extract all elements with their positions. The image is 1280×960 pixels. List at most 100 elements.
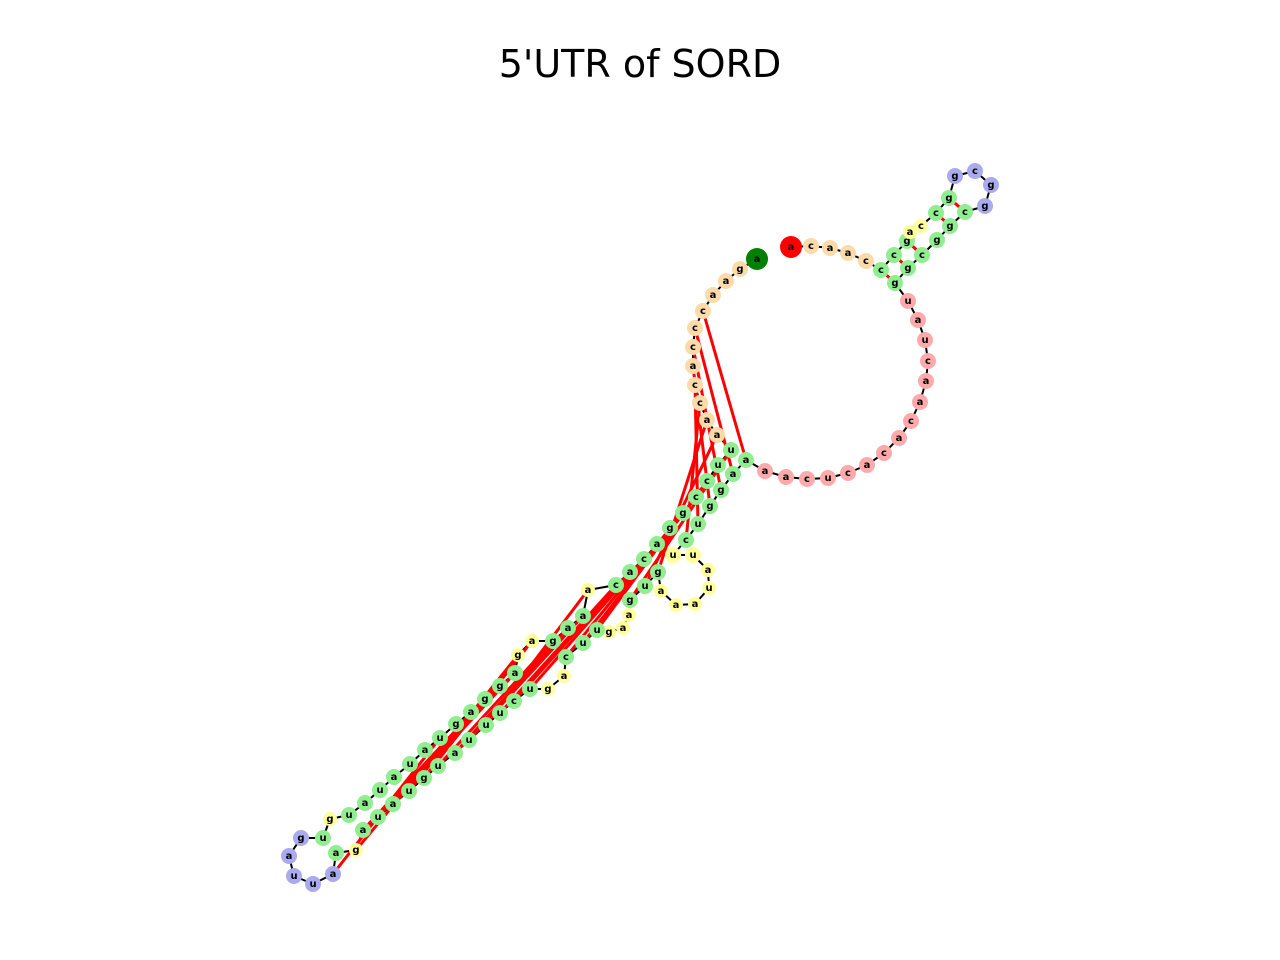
nucleotide: a (557, 669, 571, 683)
nucleotide: u (637, 578, 653, 594)
nucleotide-circle (692, 395, 708, 411)
nucleotide-label: a (754, 254, 761, 265)
nucleotide-circle (678, 532, 694, 548)
nucleotide-circle (386, 769, 402, 785)
nucleotide-circle (688, 489, 704, 505)
nucleotide: c (840, 465, 856, 481)
nucleotide-circle (522, 681, 538, 697)
nucleotide: u (723, 442, 739, 458)
nucleotide: u (589, 622, 605, 638)
nucleotide-label: g (951, 171, 958, 182)
nucleotide-label: u (526, 684, 533, 695)
nucleotide: u (341, 807, 357, 823)
nucleotide-circle (616, 621, 630, 635)
nucleotide: a (560, 620, 576, 636)
nucleotide: u (432, 730, 448, 746)
nucleotide-label: a (723, 276, 730, 287)
nucleotide: u (372, 782, 388, 798)
nucleotide-label: a (710, 290, 717, 301)
nucleotide: g (650, 564, 666, 580)
nucleotide-circle (575, 608, 591, 624)
nucleotide-label: c (511, 696, 517, 707)
nucleotide: c (886, 247, 902, 263)
nucleotide-label: a (690, 361, 697, 372)
nucleotide: c (695, 303, 711, 319)
nucleotide-circle (654, 584, 668, 598)
nucleotide: u (575, 635, 591, 651)
nucleotide-circle (560, 620, 576, 636)
nucleotide-label: u (641, 581, 648, 592)
nucleotide: a (891, 430, 907, 446)
nucleotide-label: u (405, 786, 412, 797)
nucleotide: c (692, 395, 708, 411)
nucleotide: g (977, 198, 993, 214)
nucleotide: g (929, 232, 945, 248)
nucleotide-circle (920, 353, 936, 369)
nucleotide-label: c (878, 265, 884, 276)
nucleotide: a (709, 427, 725, 443)
nucleotide-circle (649, 536, 665, 552)
nucleotide-circle (718, 273, 734, 289)
nucleotide-circle (942, 218, 958, 234)
nucleotide-label: g (626, 595, 633, 606)
nucleotide-label: u (921, 335, 928, 346)
nucleotide-circle (900, 260, 916, 276)
nucleotide-circle (478, 717, 494, 733)
nucleotide-label: c (808, 241, 814, 252)
nucleotide-circle (355, 822, 371, 838)
nucleotide-label: u (689, 550, 696, 561)
nucleotide: u (702, 581, 716, 595)
nucleotide: u (900, 293, 916, 309)
nucleotide-label: a (743, 455, 750, 466)
base-pair-bond (453, 626, 570, 755)
nucleotide: a (386, 769, 402, 785)
nucleotide-circle (341, 807, 357, 823)
nucleotide: g (416, 770, 432, 786)
nucleotide-label: c (845, 468, 851, 479)
nucleotide: c (876, 445, 892, 461)
nucleotide-circle (957, 204, 973, 220)
nucleotide-label: a (529, 636, 536, 647)
nucleotide-circle (701, 563, 715, 577)
nucleotide-label: g (679, 508, 686, 519)
nucleotide-circle (665, 547, 681, 563)
nucleotide-label: c (692, 380, 698, 391)
nucleotide: a (725, 466, 741, 482)
nucleotide: g (602, 625, 616, 639)
nucleotide-label: u (406, 759, 413, 770)
nucleotide-label: u (824, 473, 831, 484)
nucleotide-circle (967, 163, 983, 179)
nucleotide-circle (463, 704, 479, 720)
nucleotide-circle (780, 236, 802, 258)
nucleotide-label: g (654, 567, 661, 578)
nucleotide-circle (305, 876, 321, 892)
nucleotide: g (713, 482, 729, 498)
nucleotide-label: a (705, 565, 712, 576)
nucleotide-label: a (627, 567, 634, 578)
nucleotide-label: a (730, 469, 737, 480)
nucleotide-label: a (580, 611, 587, 622)
base-pair-bond (528, 558, 646, 690)
nucleotide-label: c (891, 250, 897, 261)
nucleotide-label: g (717, 485, 724, 496)
nucleotide: u (522, 681, 538, 697)
nucleotide-circle (315, 830, 331, 846)
nucleotide: g (492, 678, 508, 694)
nucleotide-circle (910, 312, 926, 328)
nucleotide-circle (575, 635, 591, 651)
nucleotide-label: g (981, 201, 988, 212)
nucleotide: g (511, 648, 525, 662)
nucleotide: u (370, 809, 386, 825)
five-prime-nucleotide: a (780, 236, 802, 258)
nucleotide: g (947, 168, 963, 184)
nucleotide-label: g (452, 719, 459, 730)
nucleotide-circle (914, 219, 928, 233)
nucleotide-label: a (788, 242, 795, 253)
nucleotide-circle (947, 168, 963, 184)
nucleotide: a (357, 795, 373, 811)
nucleotide-circle (581, 583, 595, 597)
nucleotide: g (622, 592, 638, 608)
nucleotide-circle (918, 373, 934, 389)
nucleotide-circle (914, 247, 930, 263)
